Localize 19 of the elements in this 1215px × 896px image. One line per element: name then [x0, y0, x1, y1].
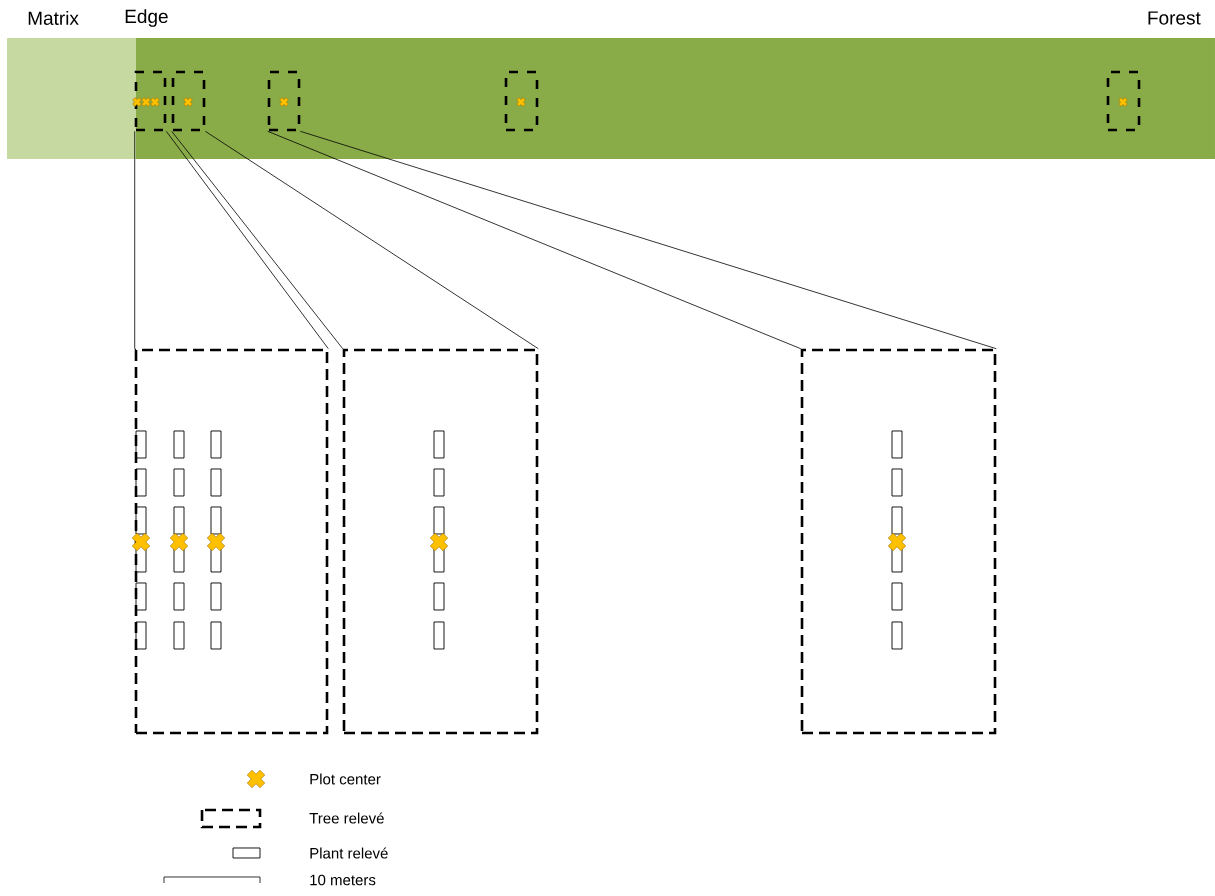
legend-label: 10 meters: [310, 874, 376, 886]
zone-label: Forest: [1148, 11, 1201, 25]
leader-line: [134, 130, 136, 350]
legend-label: Plant relevé: [310, 847, 388, 859]
tree-releve-box: [504, 70, 539, 132]
zone-label: Matrix: [28, 11, 79, 25]
leader-line: [204, 130, 539, 350]
tree-releve-box: [134, 70, 167, 132]
legend-label: Plot center: [310, 773, 381, 785]
leader-line: [299, 130, 997, 350]
tree-releve-box: [171, 70, 206, 132]
tree-releve-box: [134, 348, 329, 735]
leader-line: [267, 130, 802, 350]
zone-label: Edge: [125, 9, 168, 27]
tree-releve-box: [800, 348, 997, 735]
tree-releve-box: [267, 70, 301, 132]
tree-releve-box: [1106, 70, 1141, 132]
legend-label: Tree relevé: [309, 812, 384, 824]
tree-releve-box: [342, 348, 539, 735]
